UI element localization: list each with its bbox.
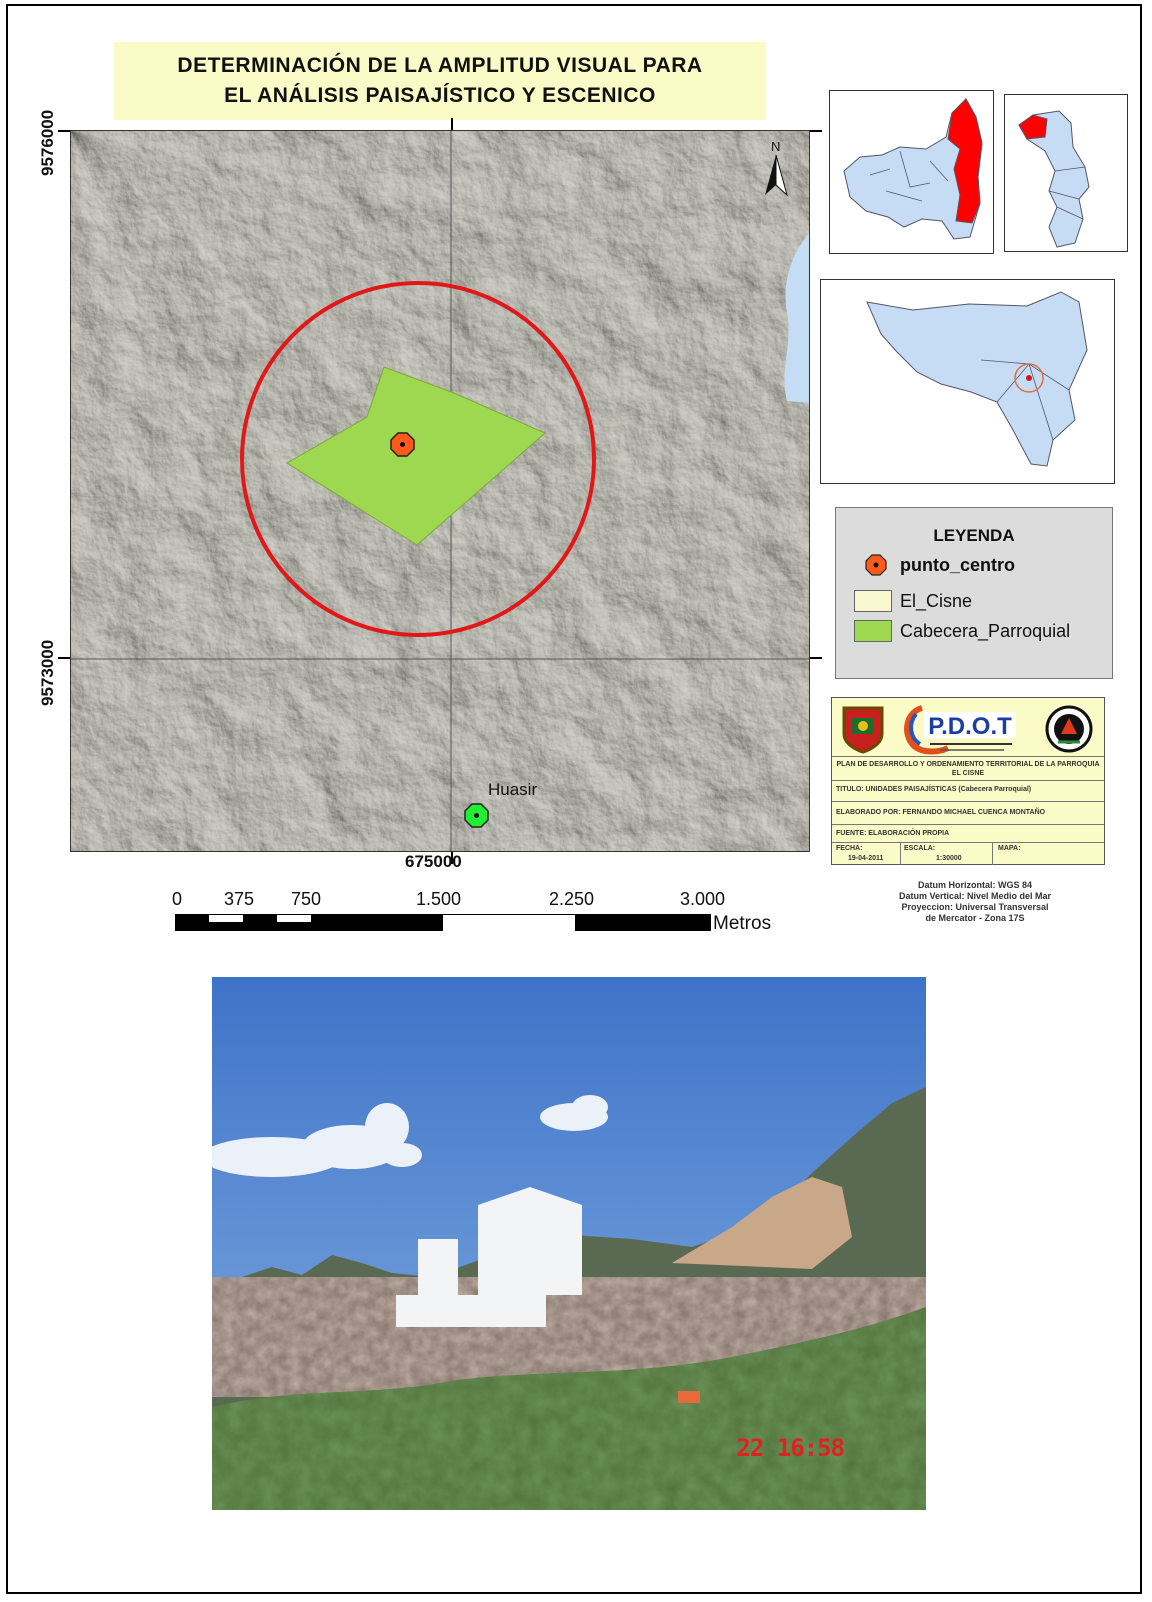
scale-unit: Metros <box>713 913 772 934</box>
datum-line3: Proyeccion: Universal Transversal <box>901 902 1049 912</box>
basilica <box>396 1187 582 1327</box>
x-coord-label: 675000 <box>405 852 462 871</box>
datum-line2: Datum Vertical: Nivel Medio del Mar <box>898 891 1052 901</box>
swatch-cabecera <box>854 620 892 642</box>
swatch-el-cisne <box>854 590 892 612</box>
scale-tick-0: 0 <box>172 889 183 909</box>
map-title-line1: DETERMINACIÓN DE LA AMPLITUD VISUAL PARA <box>177 54 703 77</box>
fuente-text: FUENTE: ELABORACIÓN PROPIA <box>836 830 950 837</box>
north-arrow-icon: N <box>765 139 788 197</box>
scale-bar <box>175 914 711 931</box>
scale-tick-375: 375 <box>224 889 255 909</box>
hillside-scar <box>672 1177 852 1269</box>
huasir-dot <box>474 813 479 818</box>
y-coord-top: 9576000 <box>38 109 57 176</box>
fecha-label: FECHA: <box>836 845 863 852</box>
scale-tick-1500: 1.500 <box>416 889 462 909</box>
titulo-text: TITULO: UNIDADES PAISAJÍSTICAS (Cabecera… <box>836 786 1032 793</box>
university-seal-icon <box>1045 705 1093 753</box>
lake <box>784 233 809 403</box>
datum-notes: Datum Horizontal: WGS 84 Datum Vertical:… <box>840 880 1110 924</box>
legend-label-punto-centro: punto_centro <box>900 554 1015 575</box>
legend-label-cabecera: Cabecera_Parroquial <box>900 620 1071 641</box>
tick-top <box>451 118 453 130</box>
inset-map-parish[interactable] <box>820 279 1115 484</box>
legend-label-el-cisne: El_Cisne <box>900 590 973 611</box>
north-label: N <box>771 139 780 154</box>
photo-timestamp: 22 16:58 <box>736 1434 845 1462</box>
tick-right-bottom <box>810 657 822 659</box>
landscape-photo: 22 16:58 <box>212 977 926 1510</box>
province-shape <box>843 98 983 240</box>
photo-scene <box>212 977 926 1510</box>
municipal-shield-icon <box>842 706 884 754</box>
clouds <box>212 1095 608 1177</box>
province-highlight <box>947 98 983 224</box>
main-map[interactable]: Huasir N <box>70 130 810 852</box>
legend-item-punto-centro: punto_centro <box>854 552 1015 578</box>
escala-value: 1:30000 <box>936 855 962 862</box>
canton-highlight <box>1018 114 1048 140</box>
visual-buffer-circle <box>240 281 596 637</box>
octagon-point-icon <box>865 554 887 576</box>
tick-left-top <box>58 130 70 132</box>
tick-right-top <box>810 130 822 132</box>
map-title-line2: EL ANÁLISIS PAISAJÍSTICO Y ESCENICO <box>224 84 656 107</box>
tick-left-bottom <box>58 657 70 659</box>
page-frame <box>6 4 1142 1594</box>
cabecera-parroquial-polygon[interactable] <box>286 366 546 546</box>
elaborado-text: ELABORADO POR: FERNANDO MICHAEL CUENCA M… <box>836 809 1046 816</box>
huasir-label: Huasir <box>488 780 537 799</box>
scale-tick-2250: 2.250 <box>549 889 595 909</box>
legend: LEYENDA punto_centro El_Cisne Cabecera_P… <box>835 507 1113 679</box>
legend-item-el-cisne: El_Cisne <box>854 588 972 614</box>
legend-item-cabecera: Cabecera_Parroquial <box>854 618 1070 644</box>
parish-buffer-icon <box>1014 363 1044 393</box>
inset-map-province[interactable] <box>829 90 994 254</box>
plan-text: PLAN DE DESARROLLO Y ORDENAMIENTO TERRIT… <box>836 761 1100 777</box>
datum-line1: Datum Horizontal: WGS 84 <box>917 880 1032 890</box>
scale-tick-3000: 3.000 <box>680 889 726 909</box>
parish-center-icon <box>1026 375 1032 381</box>
scale-tick-750: 750 <box>291 889 322 909</box>
parish-shape <box>866 291 1088 467</box>
tick-bottom <box>451 852 453 864</box>
y-coord-bottom: 9573000 <box>38 639 57 706</box>
canton-shape <box>1018 110 1090 248</box>
hillshade-map: Huasir N <box>71 131 809 851</box>
datum-line4: de Mercator - Zona 17S <box>925 913 1025 923</box>
red-roof <box>678 1391 700 1403</box>
mapa-label: MAPA: <box>998 845 1021 852</box>
title-block: P.D.O.T PLAN DE DESARROLLO Y ORDENAMIENT… <box>831 697 1105 865</box>
map-title: DETERMINACIÓN DE LA AMPLITUD VISUAL PARA… <box>114 42 766 120</box>
pdot-logo-icon: P.D.O.T <box>904 705 1016 755</box>
fecha-value: 19-04-2011 <box>848 855 884 862</box>
legend-title: LEYENDA <box>933 526 1015 545</box>
pdot-logo-text: P.D.O.T <box>928 713 1012 740</box>
punto-centro-dot <box>400 442 405 447</box>
escala-label: ESCALA: <box>904 845 936 852</box>
inset-map-canton[interactable] <box>1004 94 1128 252</box>
